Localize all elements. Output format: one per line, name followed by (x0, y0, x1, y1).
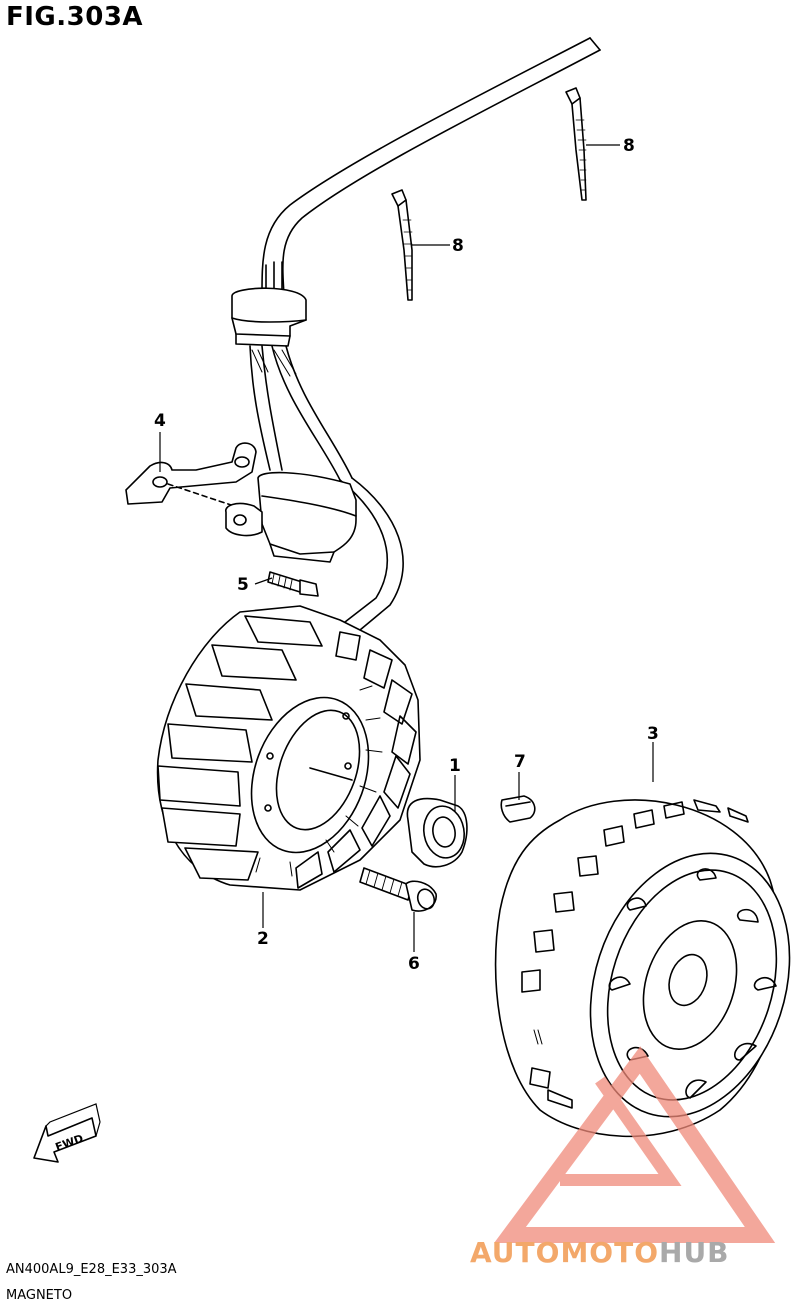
watermark-logo-icon (494, 1046, 776, 1243)
cable-tie-lower (391, 189, 413, 301)
callout-3: 3 (647, 724, 659, 744)
rotor-flywheel (494, 799, 791, 1138)
svg-text:AUTOMOTOHUB: AUTOMOTOHUB (470, 1236, 730, 1269)
callout-8-lower: 8 (452, 236, 464, 256)
watermark-text: AUTOMOTOHUB (470, 1236, 730, 1269)
pickup-coil (225, 471, 357, 563)
bolt-small (267, 571, 319, 597)
wire-clamp (125, 442, 257, 509)
leader-5 (254, 577, 273, 585)
callout-2: 2 (257, 929, 269, 949)
bearing (406, 797, 468, 868)
diagram-code: AN400AL9_E28_E33_303A (6, 1262, 177, 1277)
callout-1: 1 (449, 756, 461, 776)
bolt-large (359, 867, 437, 912)
woodruff-key (500, 795, 536, 823)
stator-assembly (156, 605, 421, 891)
callout-8-upper: 8 (623, 136, 635, 156)
wire-harness (231, 37, 601, 631)
callout-5: 5 (237, 575, 249, 595)
callout-4: 4 (154, 411, 166, 431)
fwd-arrow-icon: FWD (33, 1103, 101, 1163)
callout-6: 6 (408, 954, 420, 974)
cable-tie-upper (565, 87, 587, 201)
watermark-hub: HUB (659, 1236, 730, 1269)
watermark-auto: AUTOMOTO (470, 1236, 659, 1269)
figure-title: FIG.303A (6, 2, 144, 32)
diagram-name: MAGNETO (6, 1288, 73, 1303)
callout-7: 7 (514, 752, 526, 772)
